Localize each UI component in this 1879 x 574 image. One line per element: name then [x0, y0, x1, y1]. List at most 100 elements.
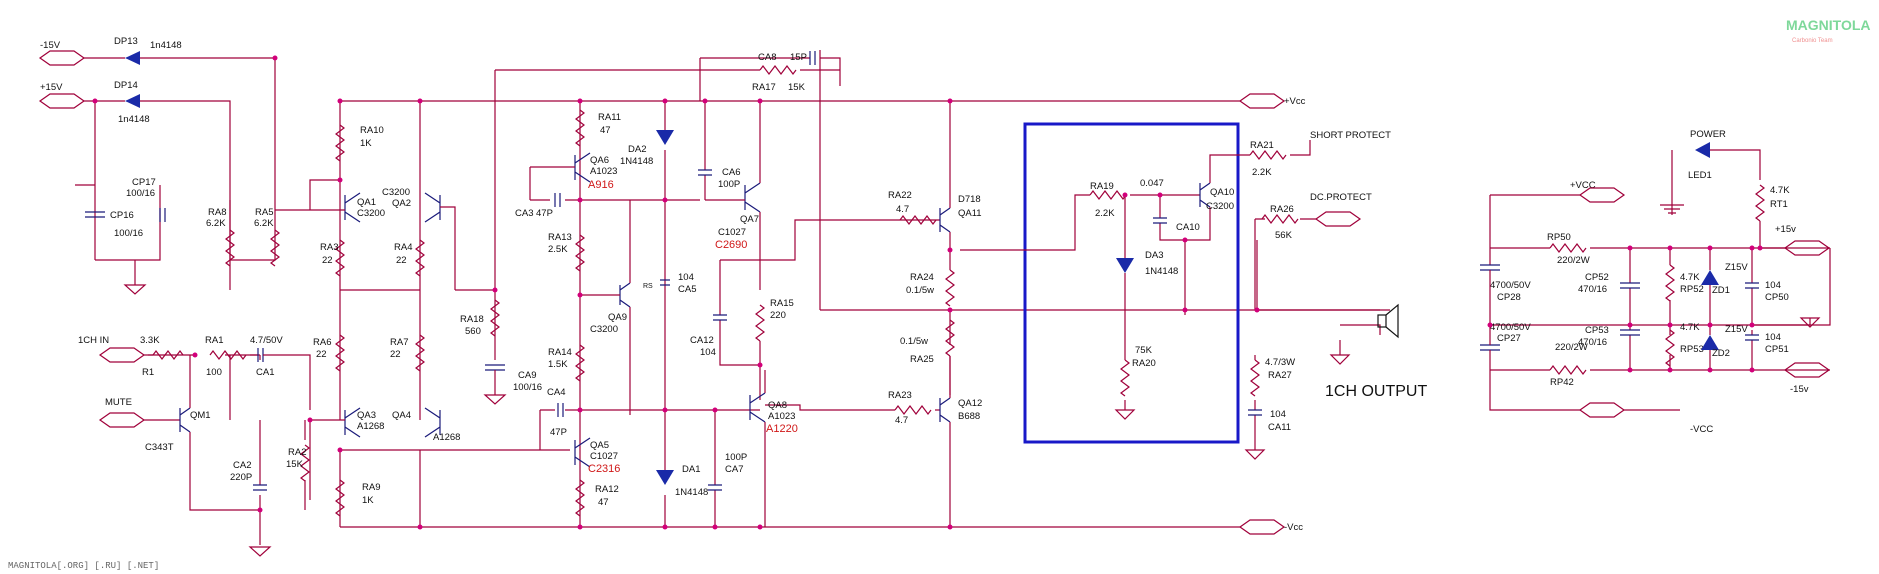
ca7-label: CA7: [725, 464, 743, 475]
n15-label: -15v: [1790, 384, 1809, 395]
qa1-value: C3200: [357, 208, 385, 219]
p15-label: +15v: [1775, 224, 1796, 235]
dp14-value: 1n4148: [118, 114, 150, 125]
cp28-value: 4700/50V: [1490, 280, 1531, 291]
r1-value: 3.3K: [140, 335, 160, 346]
d718-label: D718: [958, 194, 981, 205]
qa4-value: A1268: [433, 432, 460, 443]
qa5-value: C1027: [590, 451, 618, 462]
qa7-value: C1027: [718, 227, 746, 238]
cp51-label: CP51: [1765, 344, 1789, 355]
watermark-footer: MAGNITOLA[.ORG] [.RU] [.NET]: [8, 561, 159, 571]
ra5-value: 6.2K: [254, 218, 274, 229]
rp50-label: RP50: [1547, 232, 1571, 243]
ra11-label: RA11: [598, 112, 621, 123]
rp42-label: RP42: [1550, 377, 1574, 388]
neg15-label: -15V: [40, 40, 61, 51]
qa12-label: QA12: [958, 398, 982, 409]
qa10-value: C3200: [1206, 201, 1234, 212]
neg15-terminal: [38, 50, 86, 66]
junction-dots: [92, 55, 1763, 530]
ca9-label: CA9: [518, 370, 536, 381]
rp53-value: 4.7K: [1680, 322, 1700, 333]
vcc-top-terminal: [1238, 93, 1286, 109]
ra15-value: 220: [770, 310, 786, 321]
cp50-label: CP50: [1765, 292, 1789, 303]
ra4-value: 22: [396, 255, 407, 266]
zd1-value: Z15V: [1725, 262, 1748, 273]
qm1-value: C343T: [145, 442, 174, 453]
ca5-value: 104: [678, 272, 694, 283]
dp14-diode: [125, 94, 140, 108]
dp13-label: DP13: [114, 36, 138, 47]
ca6-label: CA6: [722, 167, 740, 178]
da2-diode: [656, 130, 674, 145]
ra24-value: 0.1/5w: [906, 285, 934, 296]
ra3-label: RA3: [320, 242, 338, 253]
ra26-label: RA26: [1270, 204, 1294, 215]
ra13-label: RA13: [548, 232, 572, 243]
dp13-diode: [125, 51, 140, 65]
cp17-label: CP17: [132, 177, 156, 188]
c047-label: 0.047: [1140, 178, 1164, 189]
zd1-label: ZD1: [1712, 285, 1730, 296]
dp14-label: DP14: [114, 80, 138, 91]
qa2-value: C3200: [382, 187, 410, 198]
ra2-value: 15K: [286, 459, 304, 470]
da1-value: 1N4148: [675, 487, 708, 498]
speaker-icon: [1377, 314, 1387, 328]
ra25-value: 0.1/5w: [900, 336, 928, 347]
ch1-in-terminal: [98, 347, 146, 363]
qa9-value: C3200: [590, 324, 618, 335]
led1-icon: [1695, 142, 1710, 158]
rp52-value: 4.7K: [1680, 272, 1700, 283]
vcc-pos-terminal: [1578, 187, 1626, 203]
qa7-label: QA7: [740, 214, 759, 225]
qa2-label: QA2: [392, 198, 411, 209]
ra9-label: RA9: [362, 482, 380, 493]
dc-protect-terminal: [1314, 211, 1362, 227]
da3-diode: [1116, 258, 1134, 273]
ra20-value: 75K: [1135, 345, 1153, 356]
da1-label: DA1: [682, 464, 700, 475]
ra27-value: 4.7/3W: [1265, 357, 1295, 368]
ra7-value: 22: [390, 349, 401, 360]
pos15-terminal: [38, 93, 86, 109]
ca9-value: 100/16: [513, 382, 542, 393]
ca10-label: CA10: [1176, 222, 1200, 233]
ca12-value: 104: [700, 347, 716, 358]
cp28-label: CP28: [1497, 292, 1521, 303]
vcc-neg-terminal: [1578, 402, 1626, 418]
ra17-label: RA17: [752, 82, 776, 93]
cp16-label: CP16: [110, 210, 134, 221]
ra19-value: 2.2K: [1095, 208, 1115, 219]
pos15-label: +15V: [40, 82, 63, 93]
ca2-value: 220P: [230, 472, 252, 483]
cp16-value: 100/16: [114, 228, 143, 239]
vcc-neg-label: -VCC: [1690, 424, 1713, 435]
ca8-label: CA8: [758, 52, 776, 63]
qa12-value: B688: [958, 411, 980, 422]
ra3-value: 22: [322, 255, 333, 266]
qa7-red: C2690: [715, 239, 747, 251]
qa5-red: C2316: [588, 463, 620, 475]
ra19-label: RA19: [1090, 181, 1114, 192]
ra12-label: RA12: [595, 484, 619, 495]
ra20-label: RA20: [1132, 358, 1156, 369]
qa10-label: QA10: [1210, 187, 1234, 198]
vcc-bot-terminal: [1238, 519, 1286, 535]
ra2-label: RA2: [288, 447, 306, 458]
ra8-label: RA8: [208, 207, 226, 218]
ra23-value: 4.7: [895, 415, 908, 426]
qa6-value: A1023: [590, 166, 617, 177]
ra21-label: RA21: [1250, 140, 1274, 151]
ca8-value: 15P: [790, 52, 807, 63]
cp52-label: CP52: [1585, 272, 1609, 283]
rt1-value: 4.7K: [1770, 185, 1790, 196]
ra14-value: 1.5K: [548, 359, 568, 370]
da2-value: 1N4148: [620, 156, 653, 167]
n15-terminal: [1783, 362, 1831, 378]
rp52-label: RP52: [1680, 284, 1704, 295]
cp50-value: 104: [1765, 280, 1781, 291]
ca1-label: CA1: [256, 367, 274, 378]
